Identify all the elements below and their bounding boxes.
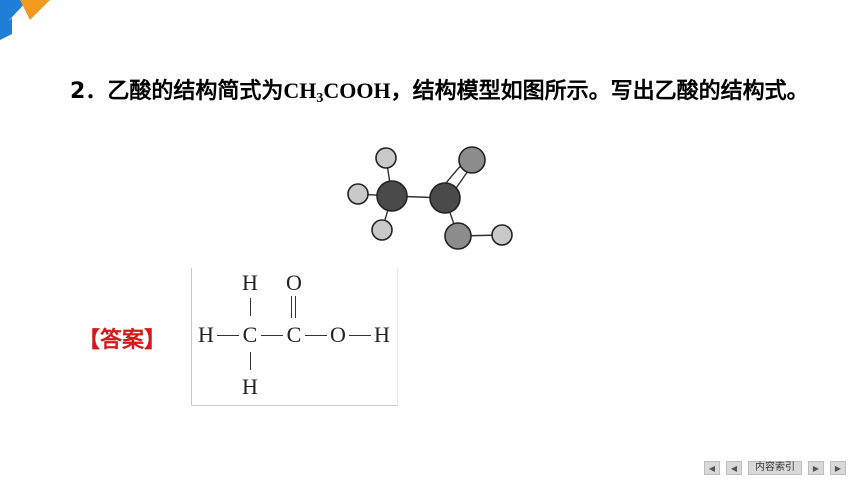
atom-ball-o-bottom — [444, 222, 472, 250]
bond-c2-o — [305, 335, 327, 336]
atom-c2: C — [286, 322, 302, 347]
bond-c1-c2 — [261, 335, 283, 336]
previous-page-button[interactable]: ◀ — [726, 461, 742, 475]
bond-c2-o-double-b — [295, 296, 296, 318]
atom-c1: C — [242, 322, 258, 347]
atom-ball-h-top — [375, 147, 397, 169]
structural-formula: H O H C C O H H — [191, 268, 398, 406]
atom-ball-c1 — [376, 180, 408, 212]
bond-c1-h-top — [250, 298, 251, 316]
slide-navigation: ◀ ◀ 内容索引 ▶ ▶ — [704, 460, 846, 476]
bond-c1-h-bottom — [250, 352, 251, 370]
question-text: 2．乙酸的结构简式为CH3COOH，结构模型如图所示。写出乙酸的结构式。 — [30, 72, 830, 118]
answer-label: 【答案】 — [78, 328, 167, 353]
content-index-button[interactable]: 内容索引 — [748, 461, 802, 475]
atom-h-right: H — [374, 322, 390, 347]
next-page-button[interactable]: ▶ — [808, 461, 824, 475]
question-text-before: 乙酸的结构简式为 — [107, 79, 284, 104]
question-text-after: ，结构模型如图所示。写出乙酸的结构式。 — [390, 79, 809, 104]
formula-cooh: COOH — [323, 78, 391, 103]
corner-logo-icon — [0, 0, 50, 40]
atom-ball-c2 — [429, 182, 461, 214]
atom-ball-h-left — [347, 183, 369, 205]
bond-o-h — [349, 335, 371, 336]
atom-ball-h-bottom — [371, 219, 393, 241]
bond-c2-o-double-a — [291, 296, 292, 318]
formula-subscript: 3 — [316, 91, 324, 106]
atom-o-top: O — [286, 270, 302, 295]
last-page-button[interactable]: ▶ — [830, 461, 846, 475]
atom-h-bottom: H — [242, 374, 258, 399]
formula-ch: CH — [283, 78, 317, 103]
bond-h-c1 — [217, 335, 239, 336]
first-page-button[interactable]: ◀ — [704, 461, 720, 475]
question-number: 2． — [70, 79, 108, 104]
atom-h-left: H — [198, 322, 214, 347]
atom-ball-o-top — [458, 146, 486, 174]
atom-ball-h-right — [491, 224, 513, 246]
ball-stick-model — [347, 146, 513, 250]
atom-h-top: H — [242, 270, 258, 295]
atom-o-right: O — [330, 322, 346, 347]
